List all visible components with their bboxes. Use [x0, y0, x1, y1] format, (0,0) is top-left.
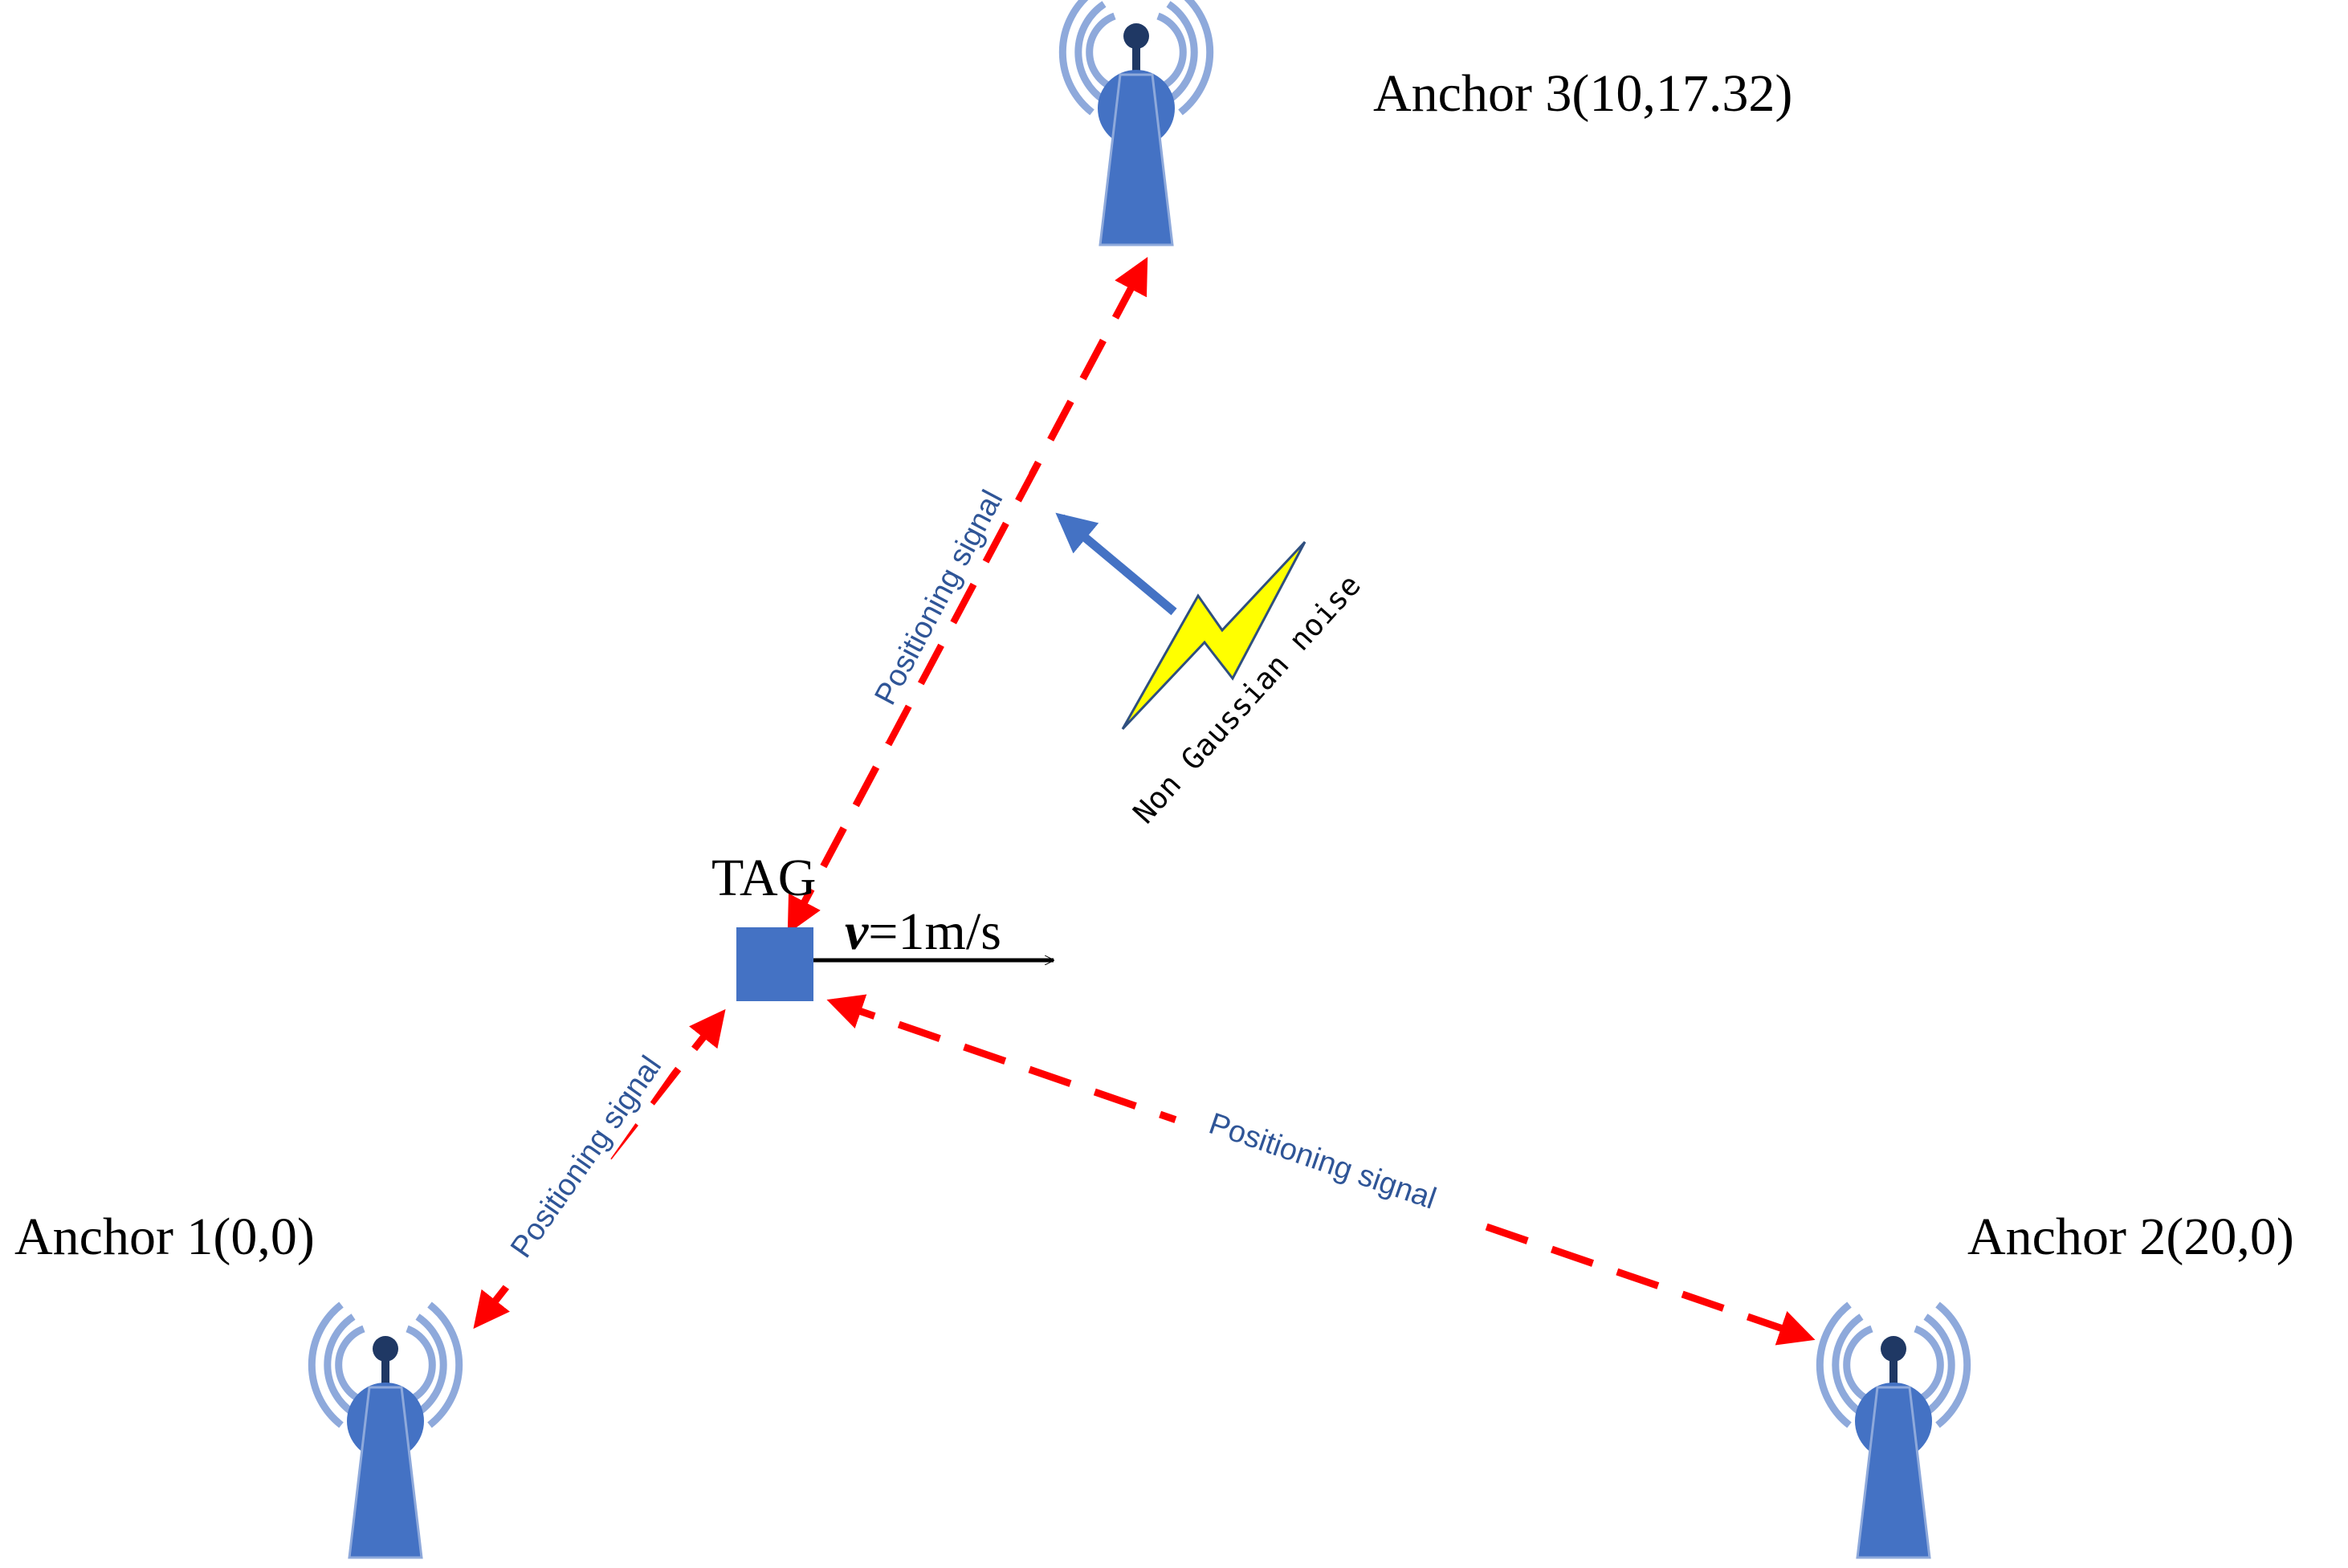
- velocity-symbol: v: [845, 902, 869, 961]
- anchor-3-label: Anchor 3(10,17.32): [1373, 64, 1792, 123]
- signal-label-anchor1: Positioning signal: [504, 1050, 668, 1264]
- lightning-icon: [1121, 540, 1306, 731]
- signal-arrow-tag-anchor3: [787, 257, 1148, 934]
- velocity-value: =1m/s: [868, 902, 1001, 961]
- signal-label-anchor2: Positioning signal: [1205, 1107, 1440, 1216]
- tag-square: [736, 927, 813, 1001]
- antenna-1-icon: [312, 1305, 459, 1558]
- antenna-3-icon: [1062, 0, 1209, 245]
- anchor-1-label: Anchor 1(0,0): [14, 1208, 315, 1266]
- antenna-2-icon: [1820, 1305, 1967, 1558]
- signal-label-anchor3: Positioning signal: [868, 485, 1009, 711]
- velocity-label: v=1m/s: [845, 902, 1001, 961]
- noise-arrow: [1055, 512, 1177, 616]
- tag-label: TAG: [711, 849, 816, 907]
- anchor-2-label: Anchor 2(20,0): [1967, 1208, 2294, 1266]
